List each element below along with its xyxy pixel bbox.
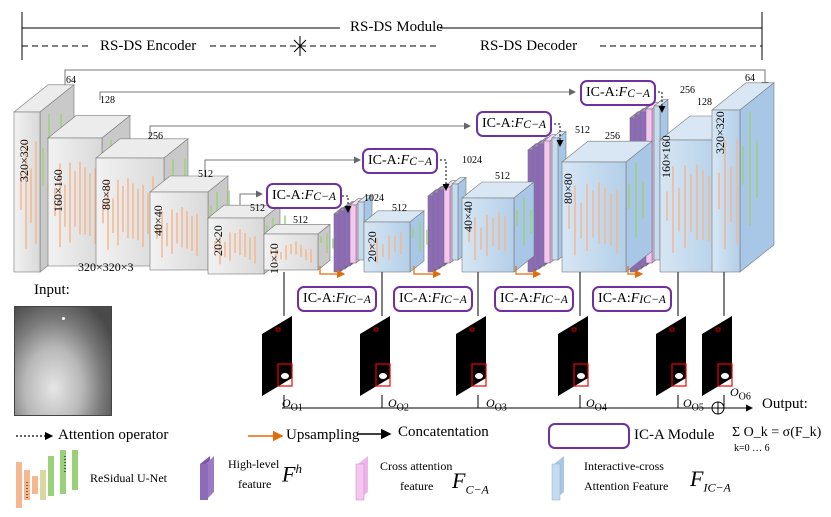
legend-ica-module-box [548, 423, 630, 449]
attention-arrow-4 [654, 91, 666, 113]
decoder-block-2 [461, 181, 535, 273]
output-label: Output: [762, 396, 808, 412]
dec-ch-4: 64 [745, 73, 755, 84]
cross-attention-icon [355, 456, 368, 501]
dec-ch-1: 512 [495, 171, 510, 182]
output-formula: Σ O_k = σ(F_k) [732, 425, 822, 440]
skip-connections [64, 69, 769, 210]
legend-highlevel-line1: High-level [228, 457, 280, 471]
decoder-block-3 [561, 140, 653, 273]
upsample-arrow-3 [515, 266, 542, 279]
output-o2: OO2 [388, 396, 409, 414]
attention-arrow-1 [338, 195, 352, 213]
legend-highlevel-line2: feature [238, 477, 272, 491]
output-map-6 [702, 316, 733, 396]
decoder-title: RS-DS Decoder [480, 38, 578, 54]
dec-ch-2: 256 [605, 131, 620, 142]
enc-size-1: 160×160 [51, 169, 65, 212]
output-o5: OO5 [683, 396, 704, 414]
attention-arrow-3 [550, 123, 564, 147]
enc-size-5: 10×10 [267, 243, 281, 274]
legend-concat-label: Concatentation [398, 424, 489, 440]
output-o3: OO3 [486, 396, 507, 414]
dec-size-0: 20×20 [365, 231, 379, 262]
upsample-arrow-2 [413, 266, 442, 279]
output-map-3 [456, 316, 487, 396]
skip-ch-3: 256 [680, 85, 695, 96]
rsunet-icon [16, 450, 78, 508]
output-map-2 [360, 316, 391, 396]
dec-ch-3: 128 [697, 97, 712, 108]
decoder-block-1 [363, 210, 428, 273]
legend-upsampling-label: Upsampling [286, 427, 360, 443]
skip-ch-0: 1024 [364, 193, 384, 204]
legend-graphics [16, 428, 564, 508]
enc-size-0: 320×320 [17, 139, 31, 182]
enc-ch-4: 512 [250, 203, 265, 214]
enc-size-2: 80×80 [99, 179, 113, 210]
output-formula-range: k=0 … 6 [734, 443, 770, 454]
interactive-cross-icon [551, 456, 564, 501]
legend-interactive-line1: Interactive-cross [584, 459, 664, 473]
dec-size-1: 40×40 [461, 201, 475, 232]
encoder-block-6 [263, 223, 340, 271]
legend-cross-line1: Cross attention [380, 459, 453, 473]
enc-size-4: 20×20 [211, 225, 225, 256]
decoder-blocks [319, 82, 775, 279]
output-map-1 [262, 316, 293, 396]
dec-size-4: 320×320 [713, 111, 727, 154]
decoder-block-5 [711, 82, 775, 273]
input-image [14, 306, 112, 416]
encoder-block-4 [149, 175, 230, 271]
output-o4: OO4 [586, 396, 607, 414]
input-target-dot [62, 317, 65, 320]
dec-size-2: 80×80 [561, 173, 575, 204]
highlevel-icon [200, 456, 214, 500]
skip-ch-2: 512 [575, 125, 590, 136]
module-title: RS-DS Module [350, 19, 443, 35]
feature-stack-2 [427, 176, 467, 273]
upsample-arrow-4 [627, 266, 644, 279]
enc-size-3: 40×40 [151, 205, 165, 236]
skip-ch-1: 1024 [462, 155, 482, 166]
output-map-4 [558, 316, 589, 396]
output-map-5 [656, 316, 687, 396]
legend-rsunet-label: ReSidual U-Net [90, 471, 167, 485]
upsample-arrow-1 [319, 266, 346, 279]
enc-ch-2: 256 [148, 131, 163, 142]
legend-interactive-symbol: FIC−A [690, 466, 731, 495]
legend-cross-line2: feature [400, 479, 434, 493]
legend-cross-symbol: FC−A [452, 468, 489, 497]
encoder-title: RS-DS Encoder [100, 38, 197, 54]
enc-ch-1: 128 [100, 95, 115, 106]
legend-interactive-line2: Attention Feature [584, 479, 669, 493]
output-o6: OO6 [730, 385, 751, 403]
input-label: Input: [34, 282, 70, 298]
legend-attention-label: Attention operator [58, 427, 169, 443]
legend-highlevel-symbol: Fh [282, 461, 302, 487]
input-dims: 320×320×3 [78, 260, 134, 274]
enc-ch-0: 64 [66, 75, 76, 86]
dec-ch-0: 512 [392, 203, 407, 214]
encoder-blocks [13, 84, 340, 275]
legend-ica-module-label: IC-A Module [634, 427, 715, 443]
dec-size-3: 160×160 [659, 135, 673, 178]
header-dimension-lines [21, 12, 763, 60]
enc-ch-5: 512 [293, 215, 308, 226]
enc-ch-3: 512 [198, 169, 213, 180]
output-o1: OO1 [282, 396, 303, 414]
attention-arrow-2 [436, 159, 450, 191]
output-maps [262, 272, 733, 408]
